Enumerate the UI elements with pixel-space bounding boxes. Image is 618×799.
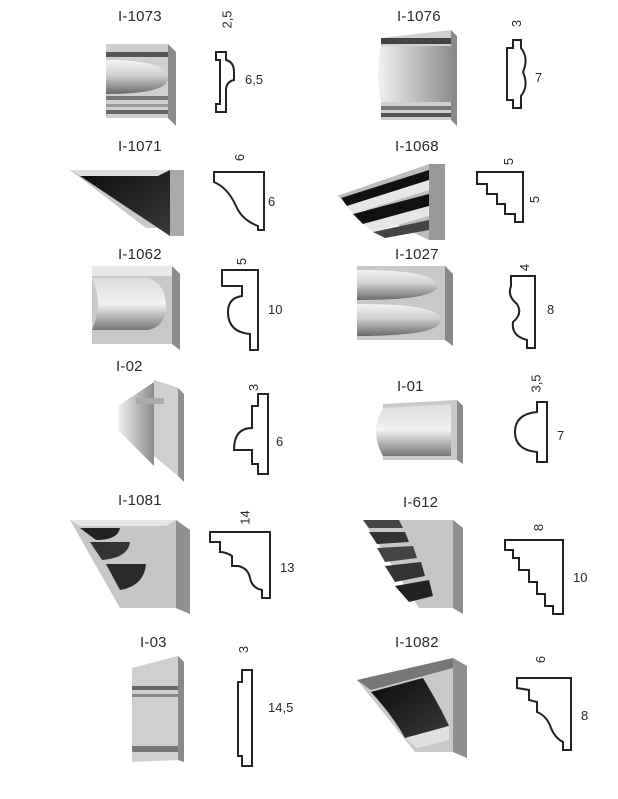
molding-height-dimension: 6 <box>268 194 276 209</box>
molding-code: I-01 <box>397 378 424 395</box>
molding-height-dimension: 8 <box>547 302 555 317</box>
molding-card-i-1073: I-1073 2,5 6,5 <box>0 0 309 126</box>
molding-code: I-1076 <box>397 8 441 25</box>
molding-profile-drawing <box>513 401 548 463</box>
molding-card-i-1071: I-1071 6 6 <box>0 134 309 260</box>
molding-height-dimension: 10 <box>573 570 588 585</box>
molding-width-dimension: 3,5 <box>528 374 544 393</box>
molding-width-dimension: 3 <box>246 383 262 392</box>
molding-width-dimension: 5 <box>234 257 250 266</box>
molding-width-dimension: 3 <box>509 19 525 28</box>
molding-card-i-1076: I-1076 3 7 <box>309 0 618 126</box>
molding-code: I-03 <box>140 634 167 651</box>
molding-code: I-1081 <box>118 492 162 509</box>
molding-code: I-1082 <box>395 634 439 651</box>
molding-height-dimension: 6 <box>276 434 284 449</box>
molding-width-dimension: 8 <box>531 523 547 532</box>
molding-card-i-1062: I-1062 5 10 <box>0 244 309 370</box>
molding-3d-image <box>357 658 467 758</box>
molding-profile-drawing <box>508 275 536 349</box>
molding-code: I-1068 <box>395 138 439 155</box>
molding-card-i-1068: I-1068 5 5 <box>309 134 618 260</box>
molding-3d-image <box>92 266 180 350</box>
molding-width-dimension: 14 <box>237 510 253 525</box>
molding-width-dimension: 3 <box>236 645 252 654</box>
molding-card-i-1027: I-1027 4 8 <box>309 244 618 370</box>
molding-profile-drawing <box>504 539 564 615</box>
molding-code: I-1027 <box>395 246 439 263</box>
molding-3d-image <box>378 30 457 126</box>
molding-profile-drawing <box>213 171 265 231</box>
molding-card-i-612: I-612 8 10 <box>309 490 618 616</box>
molding-card-i-02: I-02 3 6 <box>0 356 309 482</box>
molding-width-dimension: 6 <box>232 153 248 162</box>
molding-3d-image <box>70 170 184 236</box>
molding-3d-image <box>337 164 445 240</box>
molding-profile-drawing <box>506 39 527 109</box>
molding-3d-image <box>118 380 184 482</box>
molding-card-i-1082: I-1082 6 8 <box>309 628 618 758</box>
molding-profile-drawing <box>209 531 271 599</box>
molding-width-dimension: 6 <box>533 655 549 664</box>
molding-card-i-1081: I-1081 14 13 <box>0 490 309 616</box>
molding-3d-image <box>70 520 190 614</box>
molding-height-dimension: 14,5 <box>268 700 294 715</box>
molding-card-i-01: I-01 3,5 7 <box>309 356 618 482</box>
molding-height-dimension: 7 <box>557 428 565 443</box>
molding-code: I-1071 <box>118 138 162 155</box>
molding-3d-image <box>106 44 176 126</box>
molding-profile-drawing <box>516 677 572 751</box>
molding-width-dimension: 2,5 <box>219 10 235 29</box>
molding-code: I-1073 <box>118 8 162 25</box>
molding-profile-drawing <box>221 269 259 351</box>
molding-height-dimension: 7 <box>535 70 543 85</box>
molding-height-dimension: 10 <box>268 302 283 317</box>
molding-3d-image <box>357 266 453 346</box>
molding-width-dimension: 4 <box>517 263 533 272</box>
molding-profile-drawing <box>232 393 269 475</box>
molding-width-dimension: 5 <box>501 157 517 166</box>
molding-profile-drawing <box>237 669 253 767</box>
molding-profile-drawing <box>476 171 524 223</box>
molding-code: I-612 <box>403 494 439 511</box>
molding-3d-image <box>363 520 463 614</box>
molding-height-dimension: 8 <box>581 708 589 723</box>
molding-height-dimension: 13 <box>280 560 295 575</box>
molding-profile-drawing <box>215 51 235 113</box>
molding-code: I-1062 <box>118 246 162 263</box>
molding-height-dimension: 6,5 <box>245 72 264 87</box>
molding-code: I-02 <box>116 358 143 375</box>
molding-card-i-03: I-03 3 14,5 <box>0 628 309 767</box>
molding-3d-image <box>132 656 184 762</box>
molding-3d-image <box>376 400 463 464</box>
molding-height-dimension: 5 <box>527 195 543 204</box>
